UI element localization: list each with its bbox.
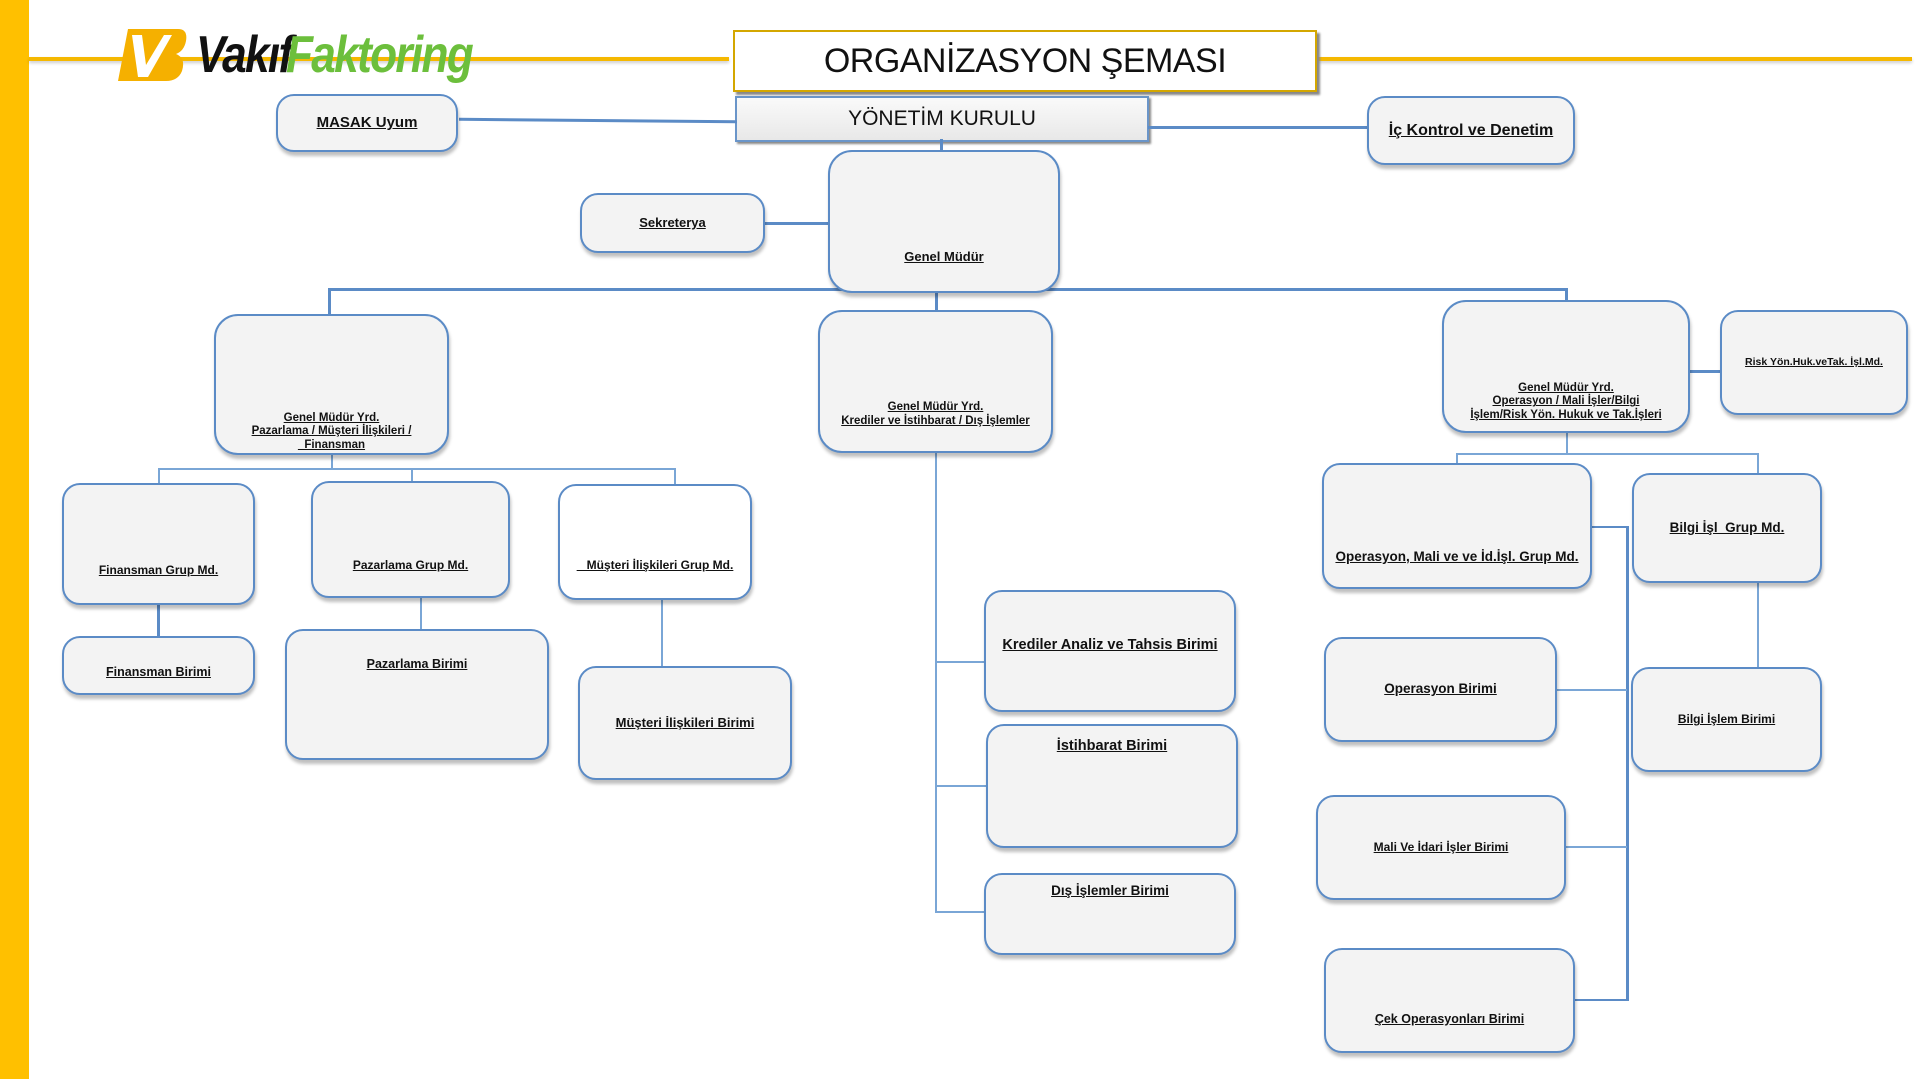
- node-operasyon-unit[interactable]: Operasyon Birimi: [1324, 637, 1557, 742]
- node-finansman-group[interactable]: Finansman Grup Md.: [62, 483, 255, 605]
- accent-side-bar: [0, 0, 29, 1079]
- connector-bus-dep3: [1565, 288, 1568, 301]
- node-risk-legal[interactable]: Risk Yön.Huk.veTak. İşl.Md.: [1720, 310, 1908, 415]
- connector-opgrp-mali: [1566, 846, 1627, 848]
- deputy-title: Genel Müdür Yrd.: [1518, 381, 1614, 394]
- deputy-line3: İşlem/Risk Yön. Hukuk ve Tak.İşleri: [1470, 409, 1662, 422]
- connector-board-masak: [458, 117, 738, 124]
- node-general-manager[interactable]: Genel Müdür: [828, 150, 1060, 293]
- node-deputy-operations[interactable]: Genel Müdür Yrd. Operasyon / Mali İşler/…: [1442, 300, 1690, 433]
- deputy-line2: Pazarlama / Müşteri İlişkileri /: [251, 425, 412, 438]
- page-title: ORGANİZASYON ŞEMASI: [733, 30, 1317, 92]
- connector-pazarlama-unit: [420, 592, 422, 630]
- node-masak-uyum[interactable]: MASAK Uyum: [276, 94, 458, 152]
- connector-gm-secretariat: [765, 222, 829, 225]
- company-logo: Vakıf Faktoring: [118, 20, 505, 90]
- connector-musteri-unit: [661, 600, 663, 667]
- node-bilgi-group[interactable]: Bilgi İşl Grup Md.: [1632, 473, 1822, 583]
- connector-finansman-unit: [157, 605, 160, 637]
- connector-board-ickontrol: [1148, 126, 1368, 129]
- node-board[interactable]: YÖNETİM KURULU: [735, 96, 1149, 142]
- connector-dep2-krediler: [935, 661, 985, 663]
- connector-opgrp-cek: [1575, 999, 1628, 1001]
- connector-dep3-bilgi: [1757, 453, 1759, 474]
- node-finansman-unit[interactable]: Finansman Birimi: [62, 636, 255, 695]
- header-rule-right: [1316, 57, 1912, 61]
- connector-bilgi-unit: [1757, 583, 1759, 668]
- node-pazarlama-unit[interactable]: Pazarlama Birimi: [285, 629, 549, 760]
- connector-dep2-trunk: [935, 453, 937, 913]
- deputy-line2: Operasyon / Mali İşler/Bilgi: [1492, 395, 1640, 408]
- node-krediler-unit[interactable]: Krediler Analiz ve Tahsis Birimi: [984, 590, 1236, 712]
- logo-brand-vakif: Vakıf: [196, 26, 293, 84]
- node-cek-operasyonlari-unit[interactable]: Çek Operasyonları Birimi: [1324, 948, 1575, 1053]
- connector-dep2-dis: [935, 911, 985, 913]
- connector-board-gm: [940, 139, 943, 151]
- connector-bus-dep2: [935, 292, 938, 311]
- connector-dep1-down: [331, 455, 333, 469]
- connector-opgrp-trunk: [1626, 526, 1629, 1001]
- header-rule-left: [29, 57, 729, 61]
- connector-opgrp-operasyon: [1557, 689, 1627, 691]
- node-pazarlama-group[interactable]: Pazarlama Grup Md.: [311, 481, 510, 598]
- connector-dep3-down: [1566, 433, 1568, 454]
- node-dis-islemler-unit[interactable]: Dış İşlemler Birimi: [984, 873, 1236, 955]
- node-operasyon-group[interactable]: Operasyon, Mali ve ve İd.İşl. Grup Md.: [1322, 463, 1592, 589]
- deputy-line3: _Finansman: [297, 439, 366, 452]
- connector-dep3-bus: [1456, 453, 1758, 455]
- connector-dep3-risk: [1690, 370, 1721, 373]
- node-istihbarat-unit[interactable]: İstihbarat Birimi: [986, 724, 1238, 848]
- connector-dep1-pazarlama: [411, 468, 413, 482]
- connector-dep1-bus: [158, 468, 675, 470]
- connector-dep3-operasyon: [1456, 453, 1458, 464]
- node-deputy-credit[interactable]: Genel Müdür Yrd. Krediler ve İstihbarat …: [818, 310, 1053, 453]
- deputy-title: Genel Müdür Yrd.: [283, 411, 380, 424]
- deputy-title: Genel Müdür Yrd.: [887, 401, 984, 414]
- node-deputy-marketing[interactable]: Genel Müdür Yrd. Pazarlama / Müşteri İli…: [214, 314, 449, 455]
- node-bilgi-unit[interactable]: Bilgi İşlem Birimi: [1631, 667, 1822, 772]
- node-ic-kontrol[interactable]: İç Kontrol ve Denetim: [1367, 96, 1575, 165]
- vb-logo-mark-icon: [118, 29, 187, 81]
- node-mali-idari-unit[interactable]: Mali Ve İdari İşler Birimi: [1316, 795, 1566, 900]
- connector-bus-dep1: [328, 288, 331, 315]
- deputy-line2: Krediler ve İstihbarat / Dış İşlemler: [841, 415, 1030, 428]
- connector-opgrp-trunk-top: [1592, 526, 1628, 528]
- node-musteri-group[interactable]: Müşteri İlişkileri Grup Md.: [558, 484, 752, 600]
- node-secretariat[interactable]: Sekreterya: [580, 193, 765, 253]
- logo-brand-faktoring: Faktoring: [286, 26, 474, 84]
- connector-dep1-musteri: [674, 468, 676, 485]
- connector-dep2-istihbarat: [935, 785, 987, 787]
- connector-dep1-finansman: [158, 468, 160, 484]
- node-musteri-unit[interactable]: Müşteri İlişkileri Birimi: [578, 666, 792, 780]
